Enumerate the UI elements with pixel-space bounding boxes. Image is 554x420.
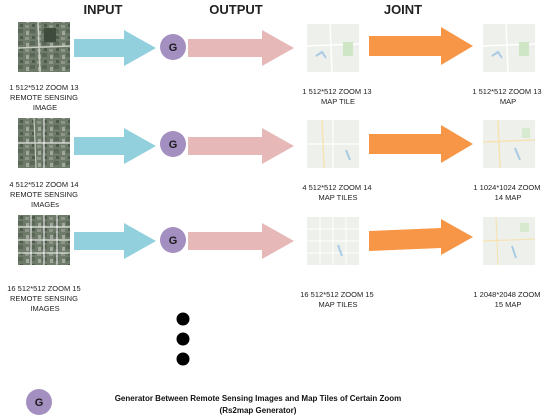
map-tile-icon (482, 23, 536, 73)
map-tile-icon (307, 119, 359, 169)
legend-subtitle: (Rs2map Generator) (220, 406, 297, 415)
generator-node: G (160, 131, 186, 157)
generator-symbol: G (169, 235, 178, 247)
joint-arrow (369, 219, 473, 255)
pipeline-row: G 4 512*512 ZOOM 14 REMOTE SENSING IMAGE… (9, 117, 542, 209)
header-joint: JOINT (384, 2, 422, 17)
vertical-ellipsis-icon (176, 312, 190, 366)
header-output: OUTPUT (209, 2, 263, 17)
generator-node: G (160, 34, 186, 60)
generator-symbol: G (169, 139, 178, 151)
input-arrow (74, 30, 156, 66)
input-caption: 4 512*512 ZOOM 14 REMOTE SENSING IMAGEs (9, 180, 80, 209)
joint-caption: 1 512*512 ZOOM 13 MAP (472, 87, 543, 106)
legend-symbol: G (35, 397, 44, 409)
generator-symbol: G (169, 42, 178, 54)
map-tile-icon (307, 217, 359, 265)
generator-icon (160, 227, 186, 253)
generator-node: G (160, 227, 186, 253)
generator-icon (26, 389, 52, 415)
joint-arrow (369, 27, 473, 65)
input-arrow (74, 223, 156, 259)
joint-arrow (369, 125, 473, 163)
legend: G Generator Between Remote Sensing Image… (26, 389, 401, 415)
map-tile-icon (306, 23, 360, 73)
pipeline-row: G 1 512*512 ZOOM 13 REMOTE SENSING IMAGE… (9, 21, 543, 112)
output-arrow (188, 223, 294, 259)
input-caption: 1 512*512 ZOOM 13 REMOTE SENSING IMAGE (9, 83, 80, 112)
output-caption: 16 512*512 ZOOM 15 MAP TILES (300, 290, 375, 309)
output-caption: 4 512*512 ZOOM 14 MAP TILES (302, 183, 373, 202)
input-arrow (74, 128, 156, 164)
output-caption: 1 512*512 ZOOM 13 MAP TILE (302, 87, 373, 106)
header-input: INPUT (84, 2, 123, 17)
map-tile-icon (482, 119, 536, 169)
input-caption: 16 512*512 ZOOM 15 REMOTE SENSING IMAGES (7, 284, 82, 313)
generator-icon (160, 131, 186, 157)
joint-caption: 1 2048*2048 ZOOM 15 MAP (473, 290, 542, 309)
generator-icon (160, 34, 186, 60)
map-tile-icon (482, 216, 536, 266)
pipeline-row: G 16 512*512 ZOOM 15 REMOTE SENSING IMAG… (7, 215, 542, 313)
satellite-image-icon (18, 117, 70, 169)
output-arrow (188, 128, 294, 164)
output-arrow (188, 30, 294, 66)
satellite-image-icon (17, 21, 71, 73)
joint-caption: 1 1024*1024 ZOOM 14 MAP (473, 183, 542, 202)
legend-description: Generator Between Remote Sensing Images … (115, 394, 402, 403)
satellite-image-icon (18, 215, 70, 265)
